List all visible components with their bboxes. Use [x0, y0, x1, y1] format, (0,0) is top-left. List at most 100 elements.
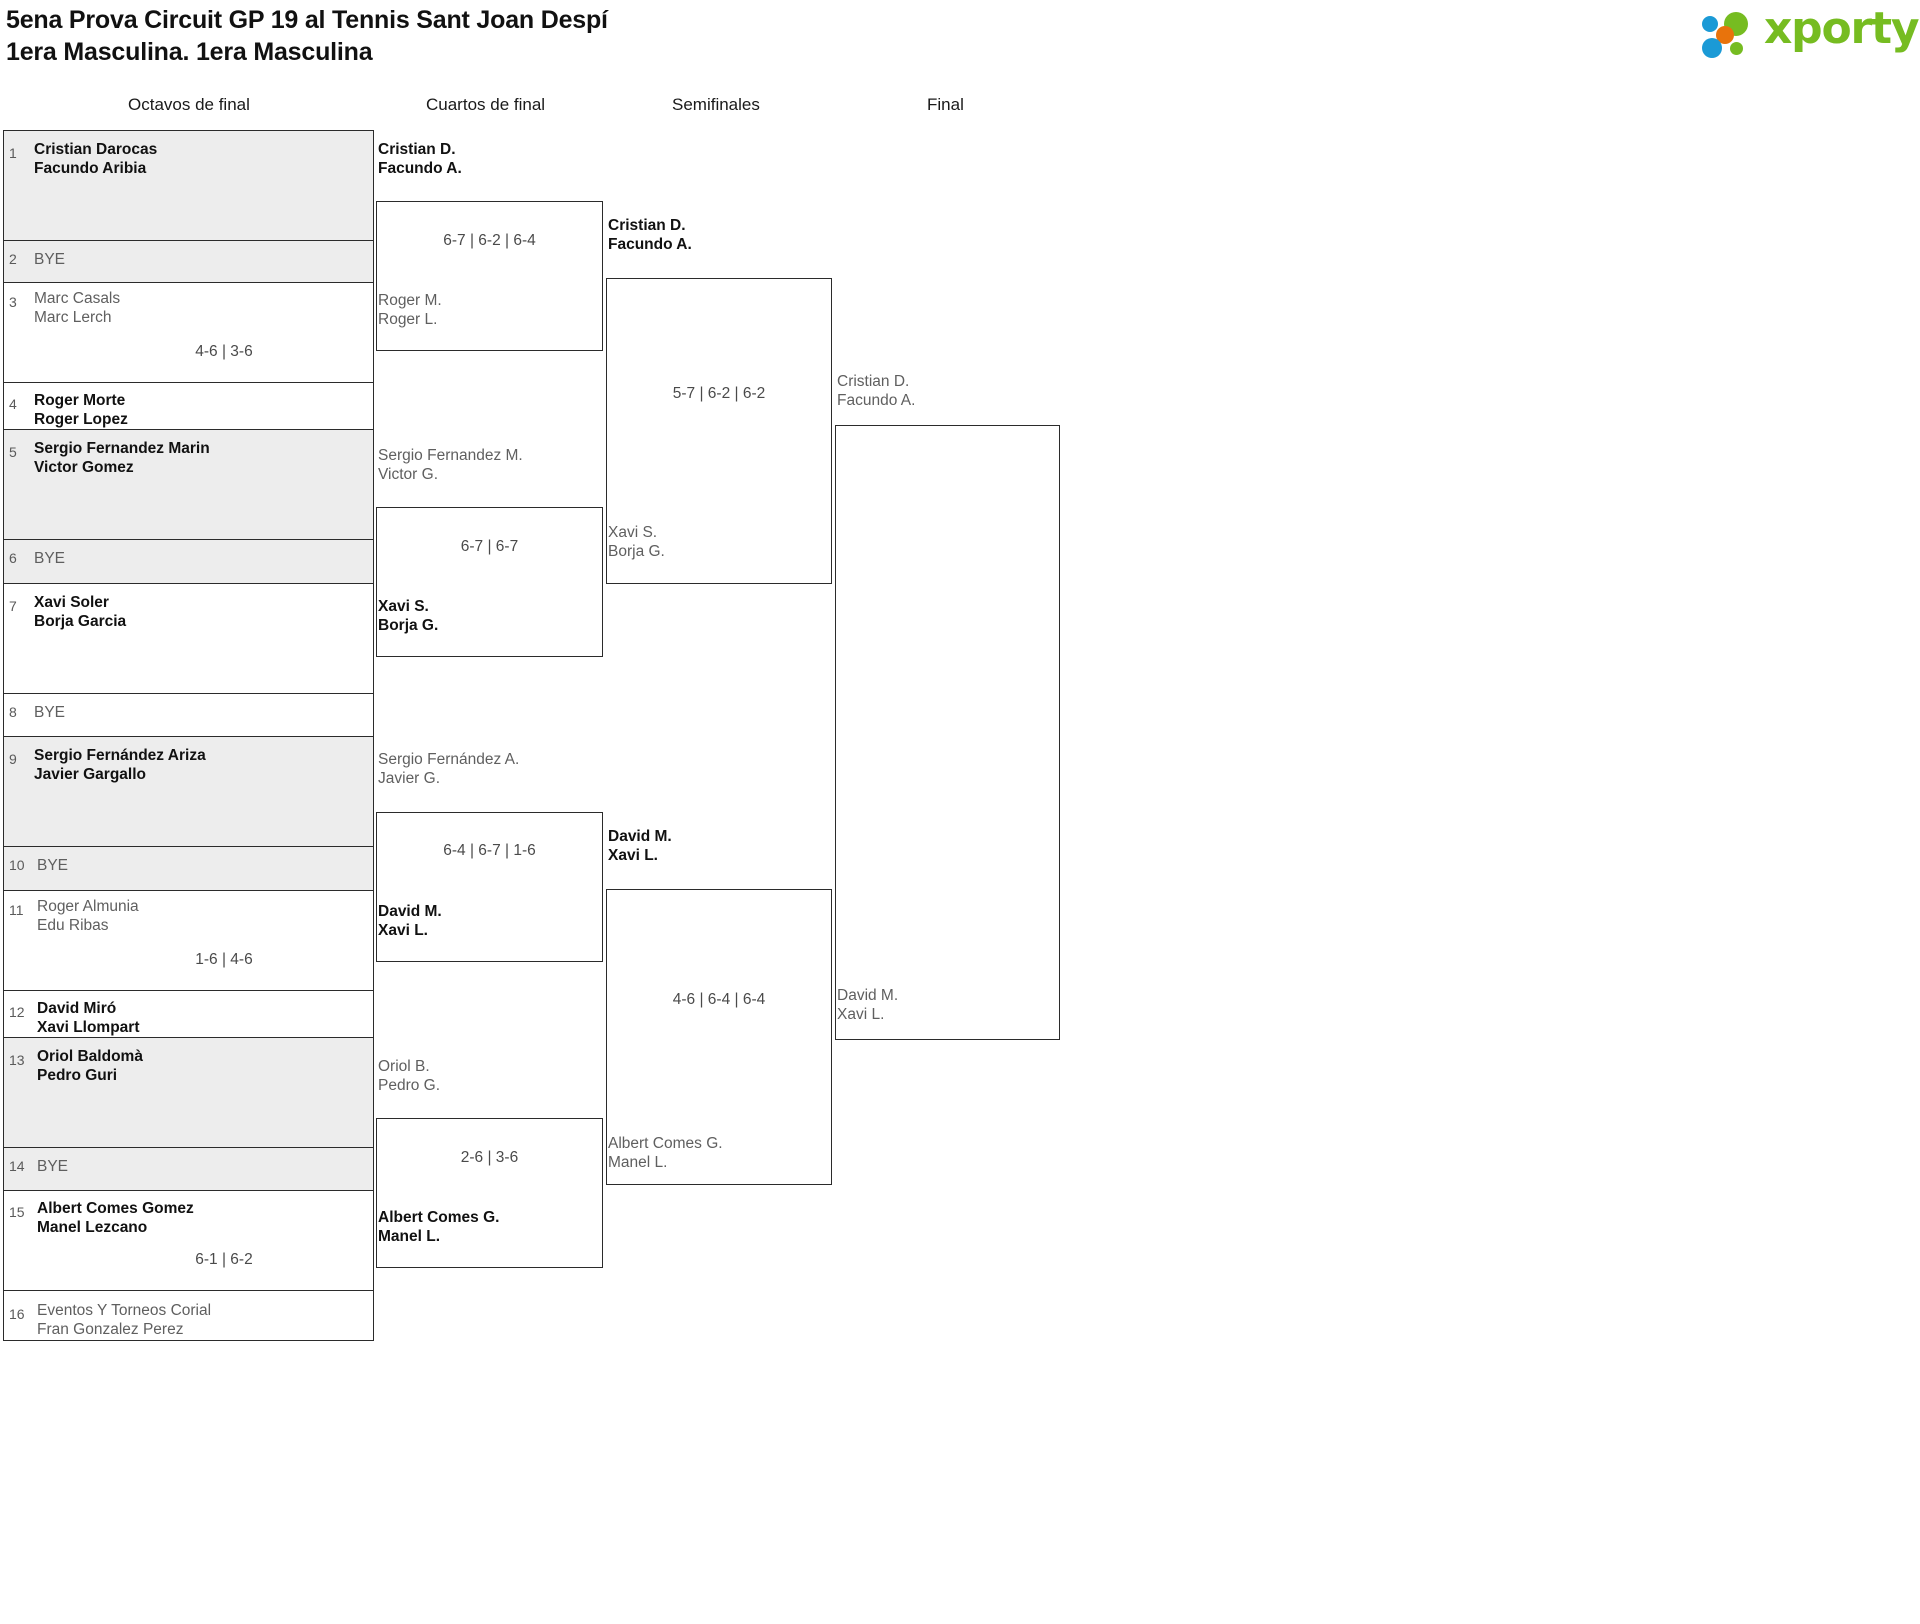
seed-cell-3[interactable]: 3 Marc Casals Marc Lerch 4-6 | 3-6	[3, 282, 374, 382]
qf-advancer-3-bottom: David M. Xavi L.	[378, 902, 442, 940]
seed-cell-4[interactable]: 4 Roger Morte Roger Lopez	[3, 382, 374, 429]
player-name: Xavi L.	[837, 1006, 885, 1024]
player-name: Borja G.	[378, 617, 439, 635]
player-name: Xavi Llompart	[37, 1019, 140, 1037]
player-name: David M.	[608, 828, 672, 845]
seed-players: Eventos Y Torneos Corial Fran Gonzalez P…	[37, 1301, 367, 1339]
player-name: Marc Casals	[34, 290, 121, 307]
player-name: Facundo A.	[608, 236, 692, 254]
seed-cell-12[interactable]: 12 David Miró Xavi Llompart	[3, 990, 374, 1037]
qf-match-box-3[interactable]	[376, 812, 603, 962]
player-name: Albert Comes G.	[378, 1209, 500, 1226]
player-name: Sergio Fernandez Marin	[34, 440, 210, 457]
qf-score-1: 6-7 | 6-2 | 6-4	[443, 232, 536, 249]
qf-advancer-3-top: Sergio Fernández A. Javier G.	[378, 750, 519, 788]
seed-number: 8	[9, 704, 17, 720]
sf-advancer-2-bottom: Albert Comes G. Manel L.	[608, 1134, 723, 1172]
sf-match-box-1[interactable]	[606, 278, 832, 584]
player-name: Edu Ribas	[37, 917, 109, 935]
match-score: 6-1 | 6-2	[195, 1251, 253, 1268]
player-name: Roger Morte	[34, 392, 126, 409]
bye-label: BYE	[34, 251, 66, 268]
player-name: Cristian Darocas	[34, 141, 158, 158]
seed-cell-1[interactable]: 1 Cristian Darocas Facundo Aribia	[3, 130, 374, 240]
player-name: Xavi L.	[378, 922, 428, 940]
qf-score-2: 6-7 | 6-7	[460, 538, 519, 555]
round-header-octavos: Octavos de final	[128, 95, 250, 114]
seed-cell-9[interactable]: 9 Sergio Fernández Ariza Javier Gargallo	[3, 736, 374, 846]
seed-cell-15[interactable]: 15 Albert Comes Gomez Manel Lezcano 6-1 …	[3, 1190, 374, 1290]
player-name: Xavi S.	[378, 598, 429, 615]
round-header-final: Final	[927, 95, 964, 114]
player-name: Facundo A.	[837, 392, 916, 410]
seed-number: 3	[9, 294, 17, 310]
tournament-title: 5ena Prova Circuit GP 19 al Tennis Sant …	[6, 6, 608, 34]
sf-match-box-2[interactable]	[606, 889, 832, 1185]
qf-match-box-1[interactable]	[376, 201, 603, 351]
logo-wordmark: xporty	[1764, 3, 1920, 54]
final-advancer-top: Cristian D. Facundo A.	[837, 372, 915, 410]
seed-number: 12	[9, 1004, 25, 1020]
player-name: David M.	[378, 903, 442, 920]
seed-cell-13[interactable]: 13 Oriol Baldomà Pedro Guri	[3, 1037, 374, 1147]
seed-players: Xavi Soler Borja Garcia	[34, 593, 367, 631]
seed-number: 4	[9, 396, 17, 412]
seed-number: 15	[9, 1204, 25, 1220]
seed-cell-14[interactable]: 14 BYE	[3, 1147, 374, 1190]
player-name: Roger Lopez	[34, 411, 128, 429]
player-name: Sergio Fernández Ariza	[34, 747, 206, 764]
player-name: Fran Gonzalez Perez	[37, 1321, 184, 1339]
player-name: David Miró	[37, 1000, 117, 1017]
seed-cell-8[interactable]: 8 BYE	[3, 693, 374, 736]
seed-cell-7[interactable]: 7 Xavi Soler Borja Garcia	[3, 583, 374, 693]
logo-dots-icon	[1702, 12, 1770, 58]
seed-cell-6[interactable]: 6 BYE	[3, 539, 374, 583]
seed-players: Oriol Baldomà Pedro Guri	[37, 1047, 367, 1085]
seed-number: 1	[9, 145, 17, 161]
round-header-semifinal: Semifinales	[672, 95, 760, 114]
qf-advancer-1-top: Cristian D. Facundo A.	[378, 140, 462, 178]
seed-cell-11[interactable]: 11 Roger Almunia Edu Ribas 1-6 | 4-6	[3, 890, 374, 990]
player-name: Xavi Soler	[34, 594, 109, 611]
seed-players: Sergio Fernández Ariza Javier Gargallo	[34, 746, 367, 784]
player-name: Manel L.	[378, 1228, 441, 1246]
player-name: Facundo A.	[378, 160, 462, 178]
seed-number: 14	[9, 1158, 25, 1174]
player-name: Albert Comes Gomez	[37, 1200, 194, 1217]
player-name: Albert Comes G.	[608, 1135, 723, 1152]
player-name: Sergio Fernández A.	[378, 751, 520, 768]
bye-label: BYE	[37, 1158, 69, 1175]
seed-cell-2[interactable]: 2 BYE	[3, 240, 374, 282]
seed-number: 2	[9, 251, 17, 267]
player-name: Cristian D.	[608, 217, 686, 234]
qf-match-box-4[interactable]	[376, 1118, 603, 1268]
qf-advancer-2-bottom: Xavi S. Borja G.	[378, 597, 438, 635]
qf-advancer-4-bottom: Albert Comes G. Manel L.	[378, 1208, 499, 1246]
player-name: Borja G.	[608, 543, 665, 561]
qf-score-4: 2-6 | 3-6	[460, 1149, 519, 1166]
seed-players: Roger Morte Roger Lopez	[34, 391, 367, 429]
seed-number: 13	[9, 1052, 25, 1068]
qf-match-box-2[interactable]	[376, 507, 603, 657]
sf-advancer-2-top: David M. Xavi L.	[608, 827, 672, 865]
sf-advancer-1-bottom: Xavi S. Borja G.	[608, 523, 665, 561]
final-match-box[interactable]	[835, 425, 1060, 1040]
player-name: Eventos Y Torneos Corial	[37, 1302, 212, 1319]
seed-players: Albert Comes Gomez Manel Lezcano	[37, 1199, 367, 1237]
seed-cell-16[interactable]: 16 Eventos Y Torneos Corial Fran Gonzale…	[3, 1290, 374, 1341]
match-score: 4-6 | 3-6	[195, 343, 253, 360]
player-name: Cristian D.	[837, 373, 910, 390]
seed-number: 10	[9, 857, 25, 873]
player-name: Facundo Aribia	[34, 160, 147, 178]
player-name: Oriol B.	[378, 1058, 430, 1075]
player-name: Manel Lezcano	[37, 1219, 148, 1237]
player-name: Cristian D.	[378, 141, 456, 158]
seed-cell-5[interactable]: 5 Sergio Fernandez Marin Victor Gomez	[3, 429, 374, 539]
xporty-logo[interactable]: xporty	[1702, 7, 1920, 58]
player-name: Roger Almunia	[37, 898, 139, 915]
seed-players: Cristian Darocas Facundo Aribia	[34, 140, 367, 178]
player-name: Javier G.	[378, 770, 441, 788]
seed-cell-10[interactable]: 10 BYE	[3, 846, 374, 890]
final-advancer-bottom: David M. Xavi L.	[837, 986, 898, 1024]
